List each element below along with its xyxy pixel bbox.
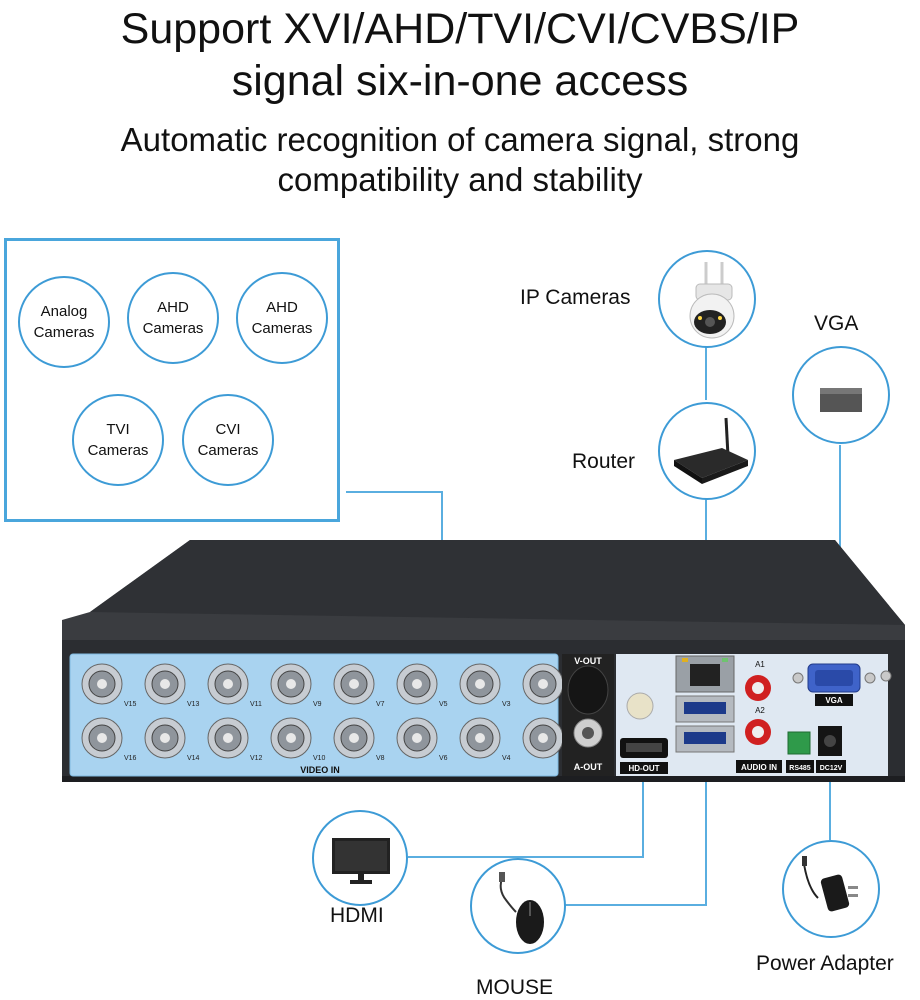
bnc-ports: V15V13V11V9V7V5V3V1V16V14V12V10V8V6V4V2 — [81, 663, 574, 762]
vga-node — [792, 346, 890, 444]
bnc-port-label: V14 — [187, 755, 200, 762]
vga-port-label: VGA — [825, 696, 843, 705]
bnc-port-label: V4 — [502, 755, 511, 762]
subtitle-line-1: Automatic recognition of camera signal, … — [120, 121, 800, 158]
bnc-port-label: V12 — [250, 755, 263, 762]
hdmi-node — [312, 810, 408, 906]
ip-camera-node — [658, 250, 756, 348]
ip-cameras-label: IP Cameras — [520, 286, 631, 309]
router-icon — [674, 417, 748, 484]
v-out-label: V-OUT — [574, 656, 602, 666]
mouse-label: MOUSE — [476, 976, 554, 999]
bnc-port-label: V6 — [439, 755, 448, 762]
rs485-label: RS485 — [789, 765, 811, 772]
a2-label: A2 — [755, 706, 765, 715]
vga-icon — [820, 388, 862, 412]
title-line-2: signal six-in-one access — [231, 57, 689, 105]
mouse-icon — [499, 872, 544, 944]
line-hdmi — [408, 763, 644, 858]
bnc-port-label: V9 — [313, 701, 322, 708]
mouse-node — [470, 858, 566, 954]
dc12v-label: DC12V — [820, 765, 843, 772]
bnc-port-label: V11 — [250, 701, 262, 708]
bnc-port-label: V16 — [124, 755, 137, 762]
router-label: Router — [572, 450, 636, 473]
power-adapter-icon — [802, 856, 858, 912]
audio-in-label: AUDIO IN — [741, 763, 777, 772]
power-adapter-node — [782, 840, 880, 938]
hd-out-label: HD-OUT — [628, 764, 659, 773]
bnc-port-label: V3 — [502, 701, 511, 708]
bnc-port-label: V13 — [187, 701, 200, 708]
router-node — [658, 402, 756, 500]
bnc-port-label: V15 — [124, 701, 137, 708]
subtitle-line-2: compatibility and stability — [277, 161, 643, 198]
bnc-port-label: V10 — [313, 755, 326, 762]
bnc-port-label: V8 — [376, 755, 385, 762]
bnc-port-label: V7 — [376, 701, 385, 708]
monitor-icon — [332, 838, 390, 884]
title-line-1: Support XVI/AHD/TVI/CVI/CVBS/IP — [120, 5, 800, 53]
a-out-label: A-OUT — [574, 762, 603, 772]
power-adapter-label: Power Adapter — [756, 952, 894, 975]
vga-label: VGA — [814, 312, 859, 335]
hdmi-label: HDMI — [330, 904, 384, 927]
bnc-port-label: V5 — [439, 701, 448, 708]
line-mouse — [565, 745, 707, 906]
video-in-label: VIDEO IN — [300, 765, 340, 775]
a1-label: A1 — [755, 660, 765, 669]
ip-camera-icon — [689, 262, 735, 339]
